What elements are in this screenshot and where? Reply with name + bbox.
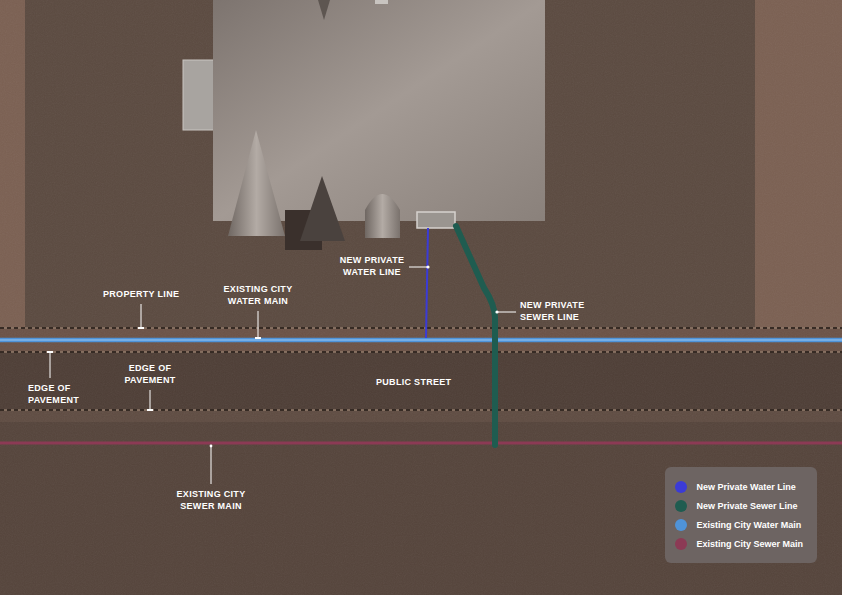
callout-label: NEW PRIVATE WATER LINE (332, 254, 412, 278)
legend-swatch (675, 500, 687, 512)
roof-gable (300, 176, 345, 241)
porch (183, 60, 214, 130)
roof-dormer (365, 194, 400, 238)
callout-label: EDGE OF PAVEMENT (28, 382, 90, 406)
legend-entry: Existing City Sewer Main (675, 534, 803, 553)
legend-entry: New Private Sewer Line (675, 496, 803, 515)
legend-text: Existing City Sewer Main (696, 539, 803, 549)
callout-label: EXISTING CITY SEWER MAIN (169, 488, 253, 512)
city-water-main (0, 338, 842, 343)
roof-gable (228, 130, 285, 236)
legend-swatch (675, 519, 687, 531)
legend-text: Existing City Water Main (696, 520, 801, 530)
legend-text: New Private Sewer Line (696, 501, 797, 511)
legend-swatch (675, 538, 687, 550)
utility-box (417, 212, 455, 228)
callout-label: EDGE OF PAVEMENT (117, 362, 183, 386)
private-sewer-line (456, 226, 495, 445)
legend-text: New Private Water Line (696, 482, 795, 492)
legend-swatch (675, 481, 687, 493)
dotted-lines (0, 328, 842, 410)
roof-vent (375, 0, 388, 4)
city-water-main-glint (0, 340, 842, 341)
legend-panel: New Private Water LineNew Private Sewer … (665, 467, 817, 563)
callout-label: PUBLIC STREET (376, 376, 451, 388)
leader-lines (50, 267, 516, 484)
leader-ticks (47, 265, 499, 447)
callout-label: NEW PRIVATE SEWER LINE (520, 299, 600, 323)
roof-ridge (318, 0, 330, 20)
legend-entry: New Private Water Line (675, 477, 803, 496)
callout-label: EXISTING CITY WATER MAIN (216, 283, 300, 307)
callout-label: PROPERTY LINE (103, 288, 179, 300)
city-sewer-main (0, 442, 842, 445)
legend-entry: Existing City Water Main (675, 515, 803, 534)
private-water-line (426, 228, 428, 338)
